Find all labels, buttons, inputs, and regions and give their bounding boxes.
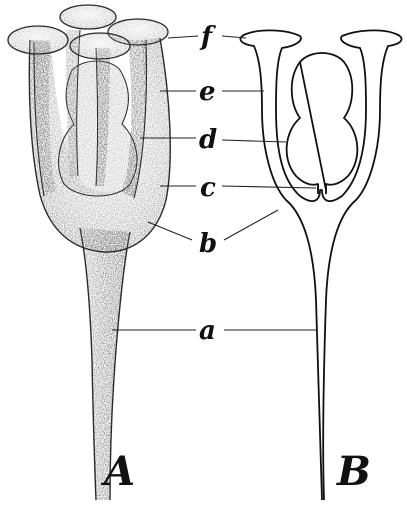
panel-label-a: A (104, 452, 135, 492)
label-d: d (199, 127, 217, 153)
label-b: b (199, 231, 217, 257)
drawing-b (240, 30, 401, 500)
label-a: a (199, 318, 216, 344)
label-e: e (199, 79, 216, 105)
inner-sac-b (287, 53, 358, 190)
label-c: c (200, 175, 216, 201)
outline-b (240, 30, 401, 500)
drawing-a (8, 5, 170, 500)
panel-label-b: B (337, 452, 371, 492)
label-f: f (201, 24, 212, 50)
